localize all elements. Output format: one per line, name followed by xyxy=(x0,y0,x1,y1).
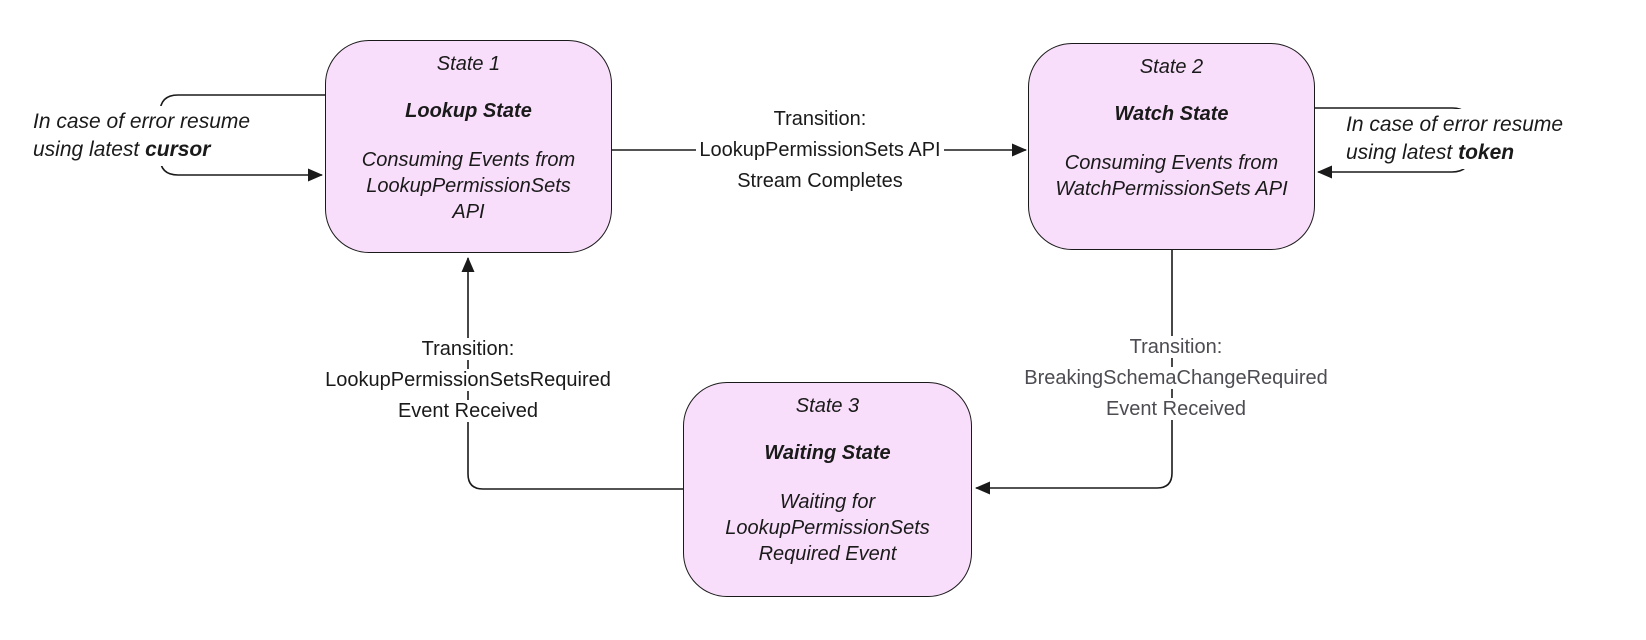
annotation-keyword: token xyxy=(1458,141,1515,164)
arrow-state2-to-state3 xyxy=(975,250,1173,495)
transition-label-line: LookupPermissionSetsRequired xyxy=(268,365,668,396)
annotation-line: using latest cursor xyxy=(33,138,211,161)
transition-label-line: Transition: xyxy=(620,104,1020,135)
transition-label-line: Stream Completes xyxy=(620,166,1020,197)
transition-label-line: Event Received xyxy=(976,394,1376,425)
state-description: Consuming Events from WatchPermissionSet… xyxy=(1055,152,1288,200)
transition-label-line: Event Received xyxy=(268,396,668,427)
transition-label-line: Transition: xyxy=(268,334,668,365)
transition-label-lookup-required-event: Transition: LookupPermissionSetsRequired… xyxy=(268,334,668,427)
annotation-line: using latest token xyxy=(1346,141,1515,164)
state-node-watch: State 2 Watch State Consuming Events fro… xyxy=(1028,43,1315,250)
annotation-keyword: cursor xyxy=(145,138,211,161)
state-name: Waiting State xyxy=(764,442,891,464)
state-label: State 1 xyxy=(436,53,501,75)
arrow-state3-to-state1 xyxy=(461,257,683,490)
state-label: State 2 xyxy=(1139,56,1204,78)
annotation-error-resume-token: In case of error resume using latest tok… xyxy=(1341,109,1569,169)
transition-label-line: Transition: xyxy=(976,332,1376,363)
transition-label-breaking-schema-change: Transition: BreakingSchemaChangeRequired… xyxy=(976,332,1376,425)
annotation-line: In case of error resume xyxy=(1346,113,1564,136)
state-name: Lookup State xyxy=(405,100,532,122)
transition-label-line: BreakingSchemaChangeRequired xyxy=(976,363,1376,394)
state-node-lookup: State 1 Lookup State Consuming Events fr… xyxy=(325,40,612,253)
transition-label-line: LookupPermissionSets API xyxy=(620,135,1020,166)
annotation-line: In case of error resume xyxy=(33,110,251,133)
annotation-error-resume-cursor: In case of error resume using latest cur… xyxy=(28,106,256,166)
state-label: State 3 xyxy=(795,395,860,417)
transition-label-lookup-api-stream-completes: Transition: LookupPermissionSets API Str… xyxy=(620,104,1020,197)
state-description: Waiting for LookupPermissionSets Require… xyxy=(725,491,930,565)
state-name: Watch State xyxy=(1114,103,1229,125)
state-node-waiting: State 3 Waiting State Waiting for Lookup… xyxy=(683,382,972,597)
state-description: Consuming Events from LookupPermissionSe… xyxy=(361,149,576,223)
